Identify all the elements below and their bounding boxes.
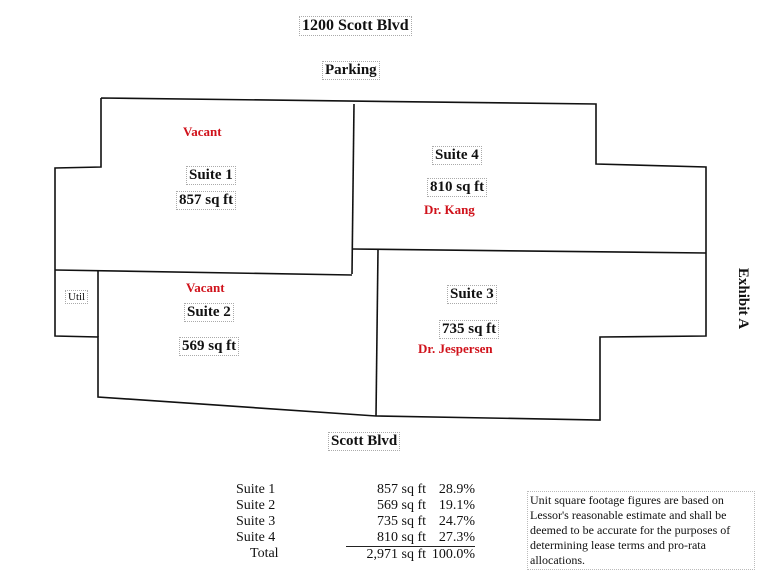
wall-suite1-suite4 <box>351 103 355 275</box>
address-title: 1200 Scott Blvd <box>299 16 412 36</box>
summary-percents: 28.9% 19.1% 24.7% 27.3% 100.0% <box>425 482 475 563</box>
suite4-area: 810 sq ft <box>427 178 488 197</box>
suite3-name: Suite 3 <box>447 285 497 304</box>
suite4-name: Suite 4 <box>432 146 482 165</box>
row-name: Suite 4 <box>236 530 276 545</box>
row-name: Suite 1 <box>236 482 276 497</box>
row-pct: 27.3% <box>425 530 475 547</box>
wall-suite4-suite3 <box>351 248 707 254</box>
suite2-tenant: Vacant <box>186 280 225 295</box>
total-name: Total <box>250 546 279 561</box>
row-pct: 19.1% <box>438 498 475 513</box>
exhibit-label: Exhibit A <box>735 267 752 330</box>
building-outline <box>54 97 707 421</box>
row-name: Suite 3 <box>236 514 276 529</box>
row-pct: 28.9% <box>438 482 475 497</box>
row-name: Suite 2 <box>236 498 276 513</box>
suite3-area: 735 sq ft <box>439 320 500 339</box>
suite3-tenant: Dr. Jespersen <box>418 341 493 356</box>
row-area: 569 sq ft <box>377 498 426 513</box>
wall-suite1-bottom <box>54 269 353 276</box>
suite2-name: Suite 2 <box>184 303 234 322</box>
street-label: Scott Blvd <box>328 432 401 451</box>
row-pct: 24.7% <box>438 514 475 529</box>
suite2-area: 569 sq ft <box>179 337 240 356</box>
row-area: 810 sq ft <box>346 530 426 547</box>
parking-label: Parking <box>322 61 380 80</box>
suite1-name: Suite 1 <box>186 166 236 185</box>
util-label: Util <box>65 290 89 304</box>
row-area: 857 sq ft <box>377 482 426 497</box>
summary-names: Suite 1 Suite 2 Suite 3 Suite 4 Total <box>236 482 279 562</box>
suite1-tenant: Vacant <box>183 124 222 139</box>
suite1-area: 857 sq ft <box>176 191 237 210</box>
total-pct: 100.0% <box>431 547 475 562</box>
footnote: Unit square footage figures are based on… <box>527 491 755 570</box>
row-area: 735 sq ft <box>377 514 426 529</box>
total-area: 2,971 sq ft <box>366 547 427 562</box>
summary-areas: 857 sq ft 569 sq ft 735 sq ft 810 sq ft … <box>346 482 426 563</box>
suite4-tenant: Dr. Kang <box>424 202 475 217</box>
wall-suite2-suite3 <box>375 249 379 417</box>
